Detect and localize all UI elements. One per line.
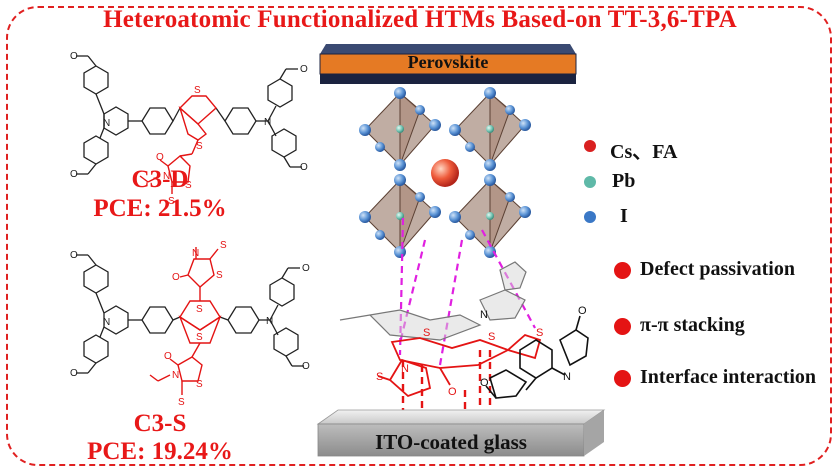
svg-text:O: O <box>70 169 78 180</box>
svg-text:O: O <box>480 377 489 389</box>
molecule-c3-s-pce: PCE: 19.24% <box>87 438 233 465</box>
dashed-frame <box>6 6 832 466</box>
molecule-c3-s-structure: ONO NOO ONS SSS ONS S <box>70 240 310 408</box>
svg-text:N: N <box>266 316 273 327</box>
bullet-defect-passivation <box>614 262 631 279</box>
svg-text:N: N <box>264 117 271 128</box>
svg-text:S: S <box>196 332 203 343</box>
svg-text:N: N <box>480 309 488 321</box>
bullet-interface-interaction <box>614 370 631 387</box>
legend-i-marker <box>584 211 596 223</box>
svg-text:O: O <box>302 263 310 274</box>
svg-text:S: S <box>488 331 495 343</box>
molecule-c3-d-pce: PCE: 21.5% <box>93 195 227 222</box>
svg-text:N: N <box>103 317 110 328</box>
svg-text:S: S <box>185 180 192 191</box>
molecule-c3-s-name: C3-S <box>133 410 187 437</box>
svg-text:O: O <box>578 305 587 317</box>
svg-text:O: O <box>300 162 308 173</box>
interaction-scheme: S S S N O S N N O O <box>339 217 589 422</box>
svg-text:N: N <box>163 171 170 182</box>
svg-text:O: O <box>302 361 310 372</box>
svg-text:N: N <box>172 370 179 381</box>
interface-interaction-label: Interface interaction <box>640 366 817 388</box>
svg-text:N: N <box>401 363 409 375</box>
svg-text:S: S <box>423 327 430 339</box>
svg-text:O: O <box>70 51 78 62</box>
svg-text:O: O <box>70 250 78 261</box>
svg-text:S: S <box>216 270 223 281</box>
legend-pb-label: Pb <box>612 170 636 192</box>
pi-stacking-label: π-π stacking <box>640 314 745 336</box>
svg-text:O: O <box>156 152 164 163</box>
svg-text:N: N <box>103 118 110 129</box>
svg-text:S: S <box>196 141 203 152</box>
legend-cs-fa-marker <box>584 140 596 152</box>
svg-text:S: S <box>196 379 203 390</box>
defect-passivation-label: Defect passivation <box>640 258 795 280</box>
svg-text:N: N <box>192 248 199 259</box>
svg-text:S: S <box>220 240 227 251</box>
svg-text:O: O <box>300 64 308 75</box>
legend-cs-fa-label: Cs、FA <box>610 141 678 163</box>
svg-text:N: N <box>563 371 571 383</box>
svg-text:S: S <box>194 85 201 96</box>
svg-text:S: S <box>536 327 543 339</box>
perovskite-layer <box>319 44 577 84</box>
figure-title: Heteroatomic Functionalized HTMs Based-o… <box>103 6 737 33</box>
molecule-c3-d-structure: ONO NOO SSO NSS <box>70 51 308 207</box>
svg-text:S: S <box>178 397 185 408</box>
svg-text:S: S <box>196 304 203 315</box>
svg-text:O: O <box>448 386 457 398</box>
svg-text:S: S <box>168 196 175 207</box>
svg-text:S: S <box>376 371 383 383</box>
perovskite-lattice <box>359 87 531 258</box>
bullet-pi-stacking <box>614 318 631 335</box>
perovskite-label: Perovskite <box>407 52 489 72</box>
svg-text:O: O <box>172 272 180 283</box>
legend-i-label: I <box>620 205 628 227</box>
ito-glass-label: ITO-coated glass <box>375 430 527 454</box>
molecule-c3-d-name: C3-D <box>131 166 189 193</box>
legend-pb-marker <box>584 176 596 188</box>
ito-glass-layer <box>316 409 606 457</box>
svg-text:O: O <box>70 368 78 379</box>
svg-text:O: O <box>164 351 172 362</box>
